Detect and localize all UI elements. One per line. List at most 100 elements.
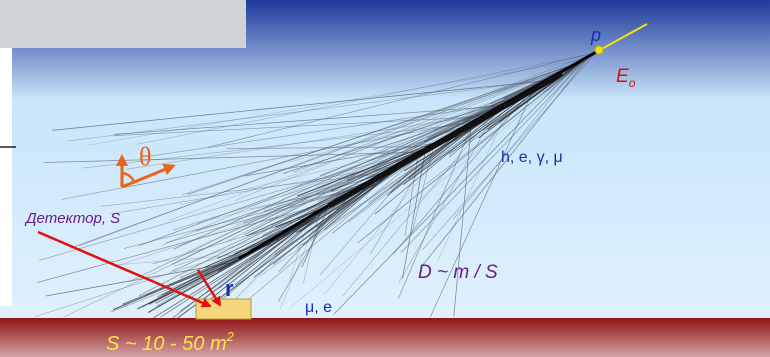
shower-particle-track bbox=[319, 150, 427, 276]
shower-particle-track bbox=[333, 61, 580, 315]
shower-particle-track bbox=[61, 119, 481, 200]
shower-particle-track bbox=[293, 61, 580, 173]
shower-particle-track bbox=[302, 176, 386, 246]
shower-particle-track bbox=[36, 198, 344, 283]
shower-particle-track bbox=[481, 60, 581, 131]
shower-particle-track bbox=[400, 55, 590, 254]
detector-area-label: S ~ 10 - 50 m2 bbox=[106, 329, 235, 355]
density-formula-label: D ~ m / S bbox=[418, 262, 498, 283]
shower-particle-track bbox=[226, 146, 434, 150]
primary-energy-label: Eo bbox=[616, 66, 636, 90]
detector-label: Детектор, S bbox=[24, 210, 120, 227]
shower-particle-track bbox=[342, 109, 498, 297]
shower-particle-track bbox=[165, 185, 367, 244]
shower-particle-track bbox=[204, 211, 325, 315]
shower-particle-track bbox=[277, 203, 337, 302]
shower-particle-track bbox=[186, 63, 576, 196]
shower-particle-track bbox=[114, 105, 504, 135]
shower-particle-track bbox=[336, 185, 370, 211]
shower-particle-track bbox=[139, 120, 478, 246]
shower-particle-track bbox=[274, 174, 388, 256]
shower-core-dense bbox=[327, 72, 563, 208]
shower-particle-track bbox=[152, 220, 310, 319]
shower-particle-track bbox=[172, 150, 426, 231]
shower-particle-track bbox=[179, 142, 440, 206]
shower-particle-track bbox=[230, 212, 321, 304]
distance-label: r bbox=[225, 276, 234, 301]
shower-particle-track bbox=[290, 53, 595, 308]
shower-particle-track bbox=[234, 63, 577, 201]
shower-particle-track bbox=[253, 167, 399, 278]
shower-particle-track bbox=[216, 182, 374, 301]
shower-particle-track bbox=[125, 113, 490, 170]
shower-particle-track bbox=[147, 103, 508, 157]
shower-particle-track bbox=[429, 87, 535, 318]
detector-arrow-short bbox=[196, 269, 222, 307]
shower-particle-track bbox=[404, 155, 419, 236]
shower-particle-track bbox=[244, 141, 442, 177]
primary-particle-track bbox=[597, 23, 648, 52]
zenith-inclined-arrow bbox=[121, 163, 176, 189]
shower-particle-track bbox=[44, 151, 425, 163]
overlay-white-strip bbox=[0, 48, 12, 306]
shower-components-label: h, e, γ, μ bbox=[501, 149, 563, 166]
shower-particle-track bbox=[39, 144, 437, 261]
shower-particle-track bbox=[452, 60, 583, 220]
detector-box bbox=[195, 298, 252, 320]
shower-particle-track bbox=[422, 51, 598, 250]
shower-particle-track bbox=[52, 80, 548, 131]
shower-particle-track bbox=[229, 150, 427, 316]
shower-particle-track bbox=[195, 159, 412, 232]
shower-particle-track bbox=[278, 194, 352, 272]
shower-particle-track bbox=[270, 182, 374, 246]
shower-particle-track bbox=[147, 217, 315, 314]
shower-particle-track bbox=[422, 55, 591, 266]
ground-components-label: μ, e bbox=[305, 299, 332, 316]
shower-particle-track bbox=[161, 224, 304, 296]
overlay-grey-box bbox=[0, 0, 246, 48]
shower-particle-track bbox=[161, 70, 564, 246]
shower-particle-track bbox=[172, 243, 271, 319]
shower-particle-track bbox=[243, 146, 433, 224]
shower-particle-track bbox=[306, 145, 437, 232]
shower-particle-track bbox=[115, 116, 486, 136]
shower-particle-track bbox=[111, 253, 250, 266]
shower-particle-track bbox=[207, 52, 596, 148]
detector-area-superscript: 2 bbox=[226, 329, 235, 344]
shower-particle-track bbox=[370, 146, 433, 255]
shower-particle-track bbox=[487, 58, 586, 130]
primary-particle-label: p bbox=[590, 25, 601, 45]
shower-particle-track bbox=[391, 57, 587, 152]
shower-particle-track bbox=[398, 109, 497, 284]
shower-particle-track bbox=[82, 122, 475, 169]
ground bbox=[0, 318, 770, 357]
shower-particle-track bbox=[332, 125, 472, 234]
shower-particle-track bbox=[79, 52, 595, 247]
shower-particle-track bbox=[407, 114, 491, 179]
shower-particle-track bbox=[393, 89, 533, 255]
shower-particle-track bbox=[173, 78, 551, 250]
shower-particle-track bbox=[34, 239, 275, 317]
shower-particle-track bbox=[453, 124, 472, 317]
shower-particle-track bbox=[152, 214, 317, 265]
shower-particle-track bbox=[397, 123, 474, 300]
zenith-angle-label: θ bbox=[139, 142, 151, 171]
primary-energy-subscript: o bbox=[629, 76, 636, 90]
shower-particle-track bbox=[68, 79, 549, 142]
shower-particle-track bbox=[88, 59, 583, 146]
shower-particle-track bbox=[185, 103, 509, 254]
shower-particle-track bbox=[425, 50, 599, 185]
shower-particle-track bbox=[101, 172, 389, 207]
shower-particle-track bbox=[402, 151, 426, 279]
zenith-angle-arc bbox=[121, 171, 136, 183]
detector-arrow-long bbox=[37, 230, 212, 308]
primary-particle-dot bbox=[594, 45, 604, 55]
shower-particle-track bbox=[374, 104, 507, 215]
shower-particle-track bbox=[182, 69, 566, 196]
shower-particle-track bbox=[110, 164, 403, 215]
primary-energy-symbol: E bbox=[616, 66, 629, 87]
shower-particle-track bbox=[234, 213, 321, 286]
shower-particle-track bbox=[207, 222, 307, 302]
